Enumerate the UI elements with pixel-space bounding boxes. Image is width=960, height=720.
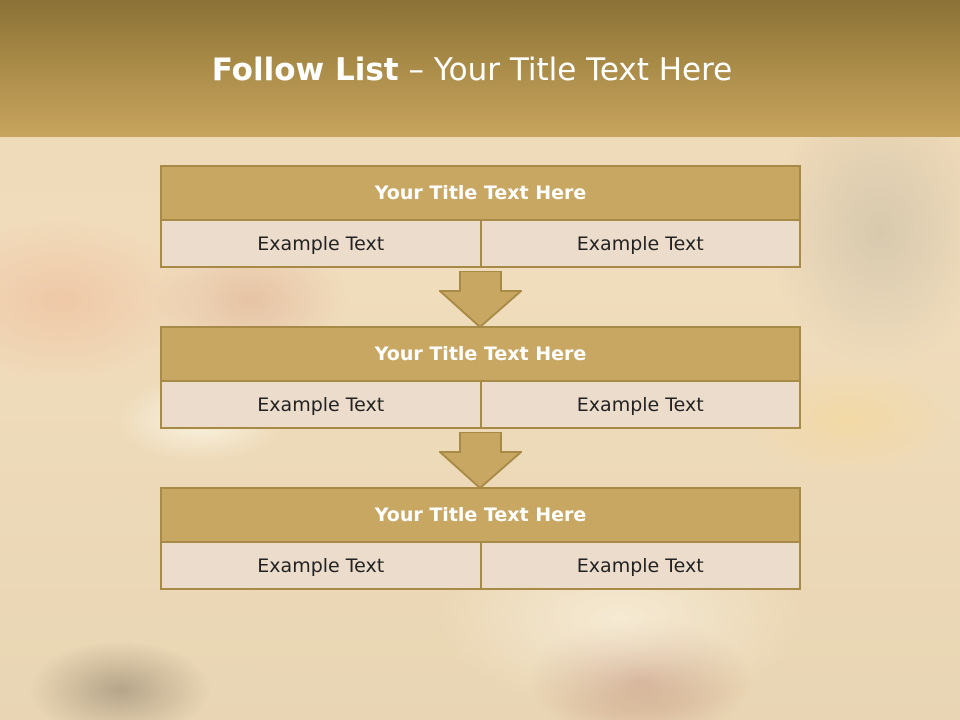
slide-title-main: Follow List [211,52,399,88]
down-arrow-icon [439,432,522,489]
title-bar: Follow List – Your Title Text Here [0,0,960,137]
step-title: Your Title Text Here [160,487,801,543]
step-left-cell: Example Text [160,380,482,429]
step-title: Your Title Text Here [160,165,801,221]
step-box-1: Your Title Text Here Example Text Exampl… [160,165,801,268]
step-left-cell: Example Text [160,541,482,590]
slide-title: Follow List – Your Title Text Here [0,52,944,88]
step-right-cell: Example Text [479,219,801,268]
step-row: Example Text Example Text [160,219,801,268]
step-right-cell: Example Text [479,380,801,429]
step-row: Example Text Example Text [160,541,801,590]
step-box-2: Your Title Text Here Example Text Exampl… [160,326,801,429]
step-row: Example Text Example Text [160,380,801,429]
step-title: Your Title Text Here [160,326,801,382]
step-right-cell: Example Text [479,541,801,590]
step-box-3: Your Title Text Here Example Text Exampl… [160,487,801,590]
slide-title-sub: – Your Title Text Here [398,52,733,88]
down-arrow-icon [439,271,522,328]
step-left-cell: Example Text [160,219,482,268]
